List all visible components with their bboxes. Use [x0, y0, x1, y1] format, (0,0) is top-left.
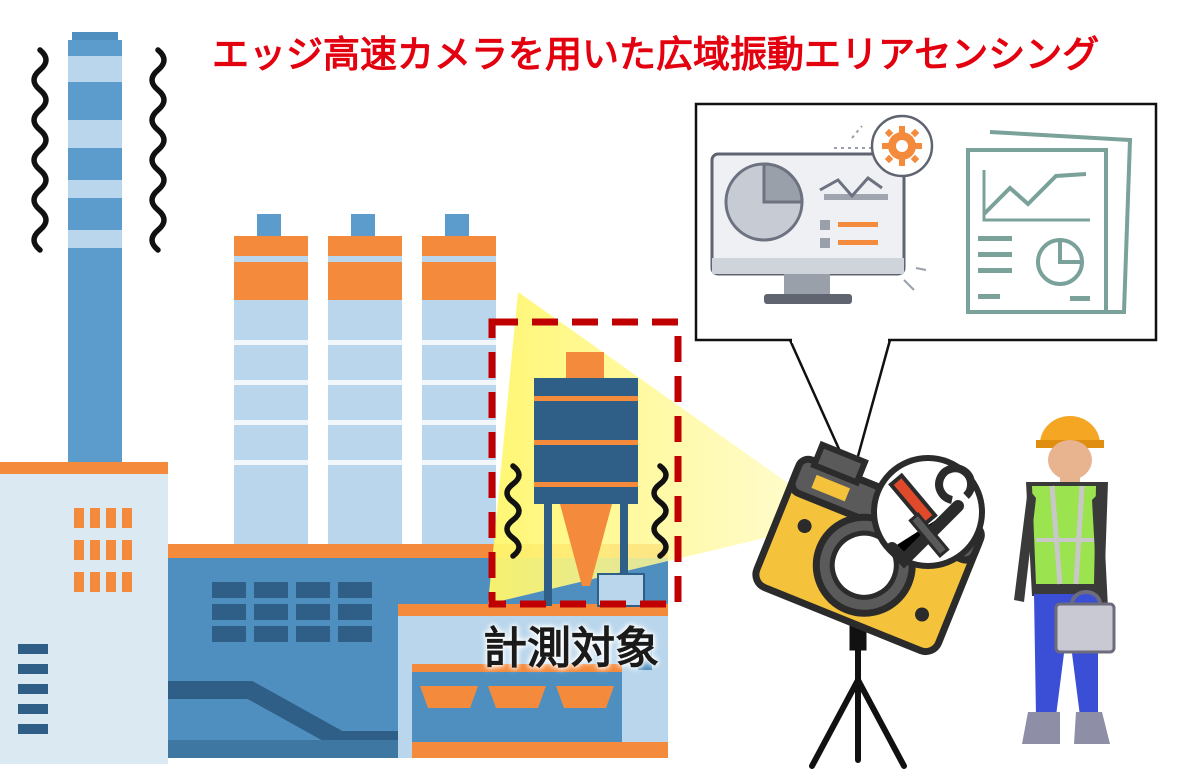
gear-icon	[870, 114, 934, 178]
target-silo	[534, 352, 645, 607]
chimney	[68, 32, 122, 472]
line-chart-icon	[982, 170, 1090, 222]
page-title: エッジ高速カメラを用いた広域振動エリアセンシング	[212, 33, 1100, 76]
measurement-target-box	[488, 318, 682, 608]
worker-icon	[1014, 416, 1116, 744]
wrench-screwdriver-icon	[871, 455, 985, 569]
measurement-target-label: 計測対象	[483, 623, 659, 674]
vibration-wave-icon	[31, 47, 669, 559]
left-building	[0, 462, 168, 764]
main-factory	[168, 544, 668, 758]
monitor-icon	[710, 125, 927, 304]
report-document-icon	[966, 130, 1133, 314]
silos	[234, 214, 496, 550]
pie-chart-icon	[724, 162, 804, 242]
